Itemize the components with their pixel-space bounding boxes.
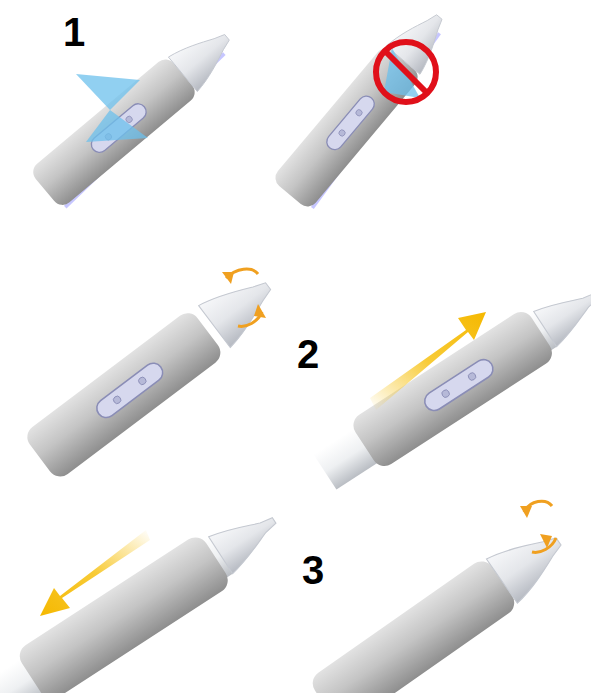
callout-number: 1 bbox=[63, 12, 85, 52]
callout-number: 3 bbox=[302, 550, 324, 590]
callout-number: 2 bbox=[297, 334, 319, 374]
